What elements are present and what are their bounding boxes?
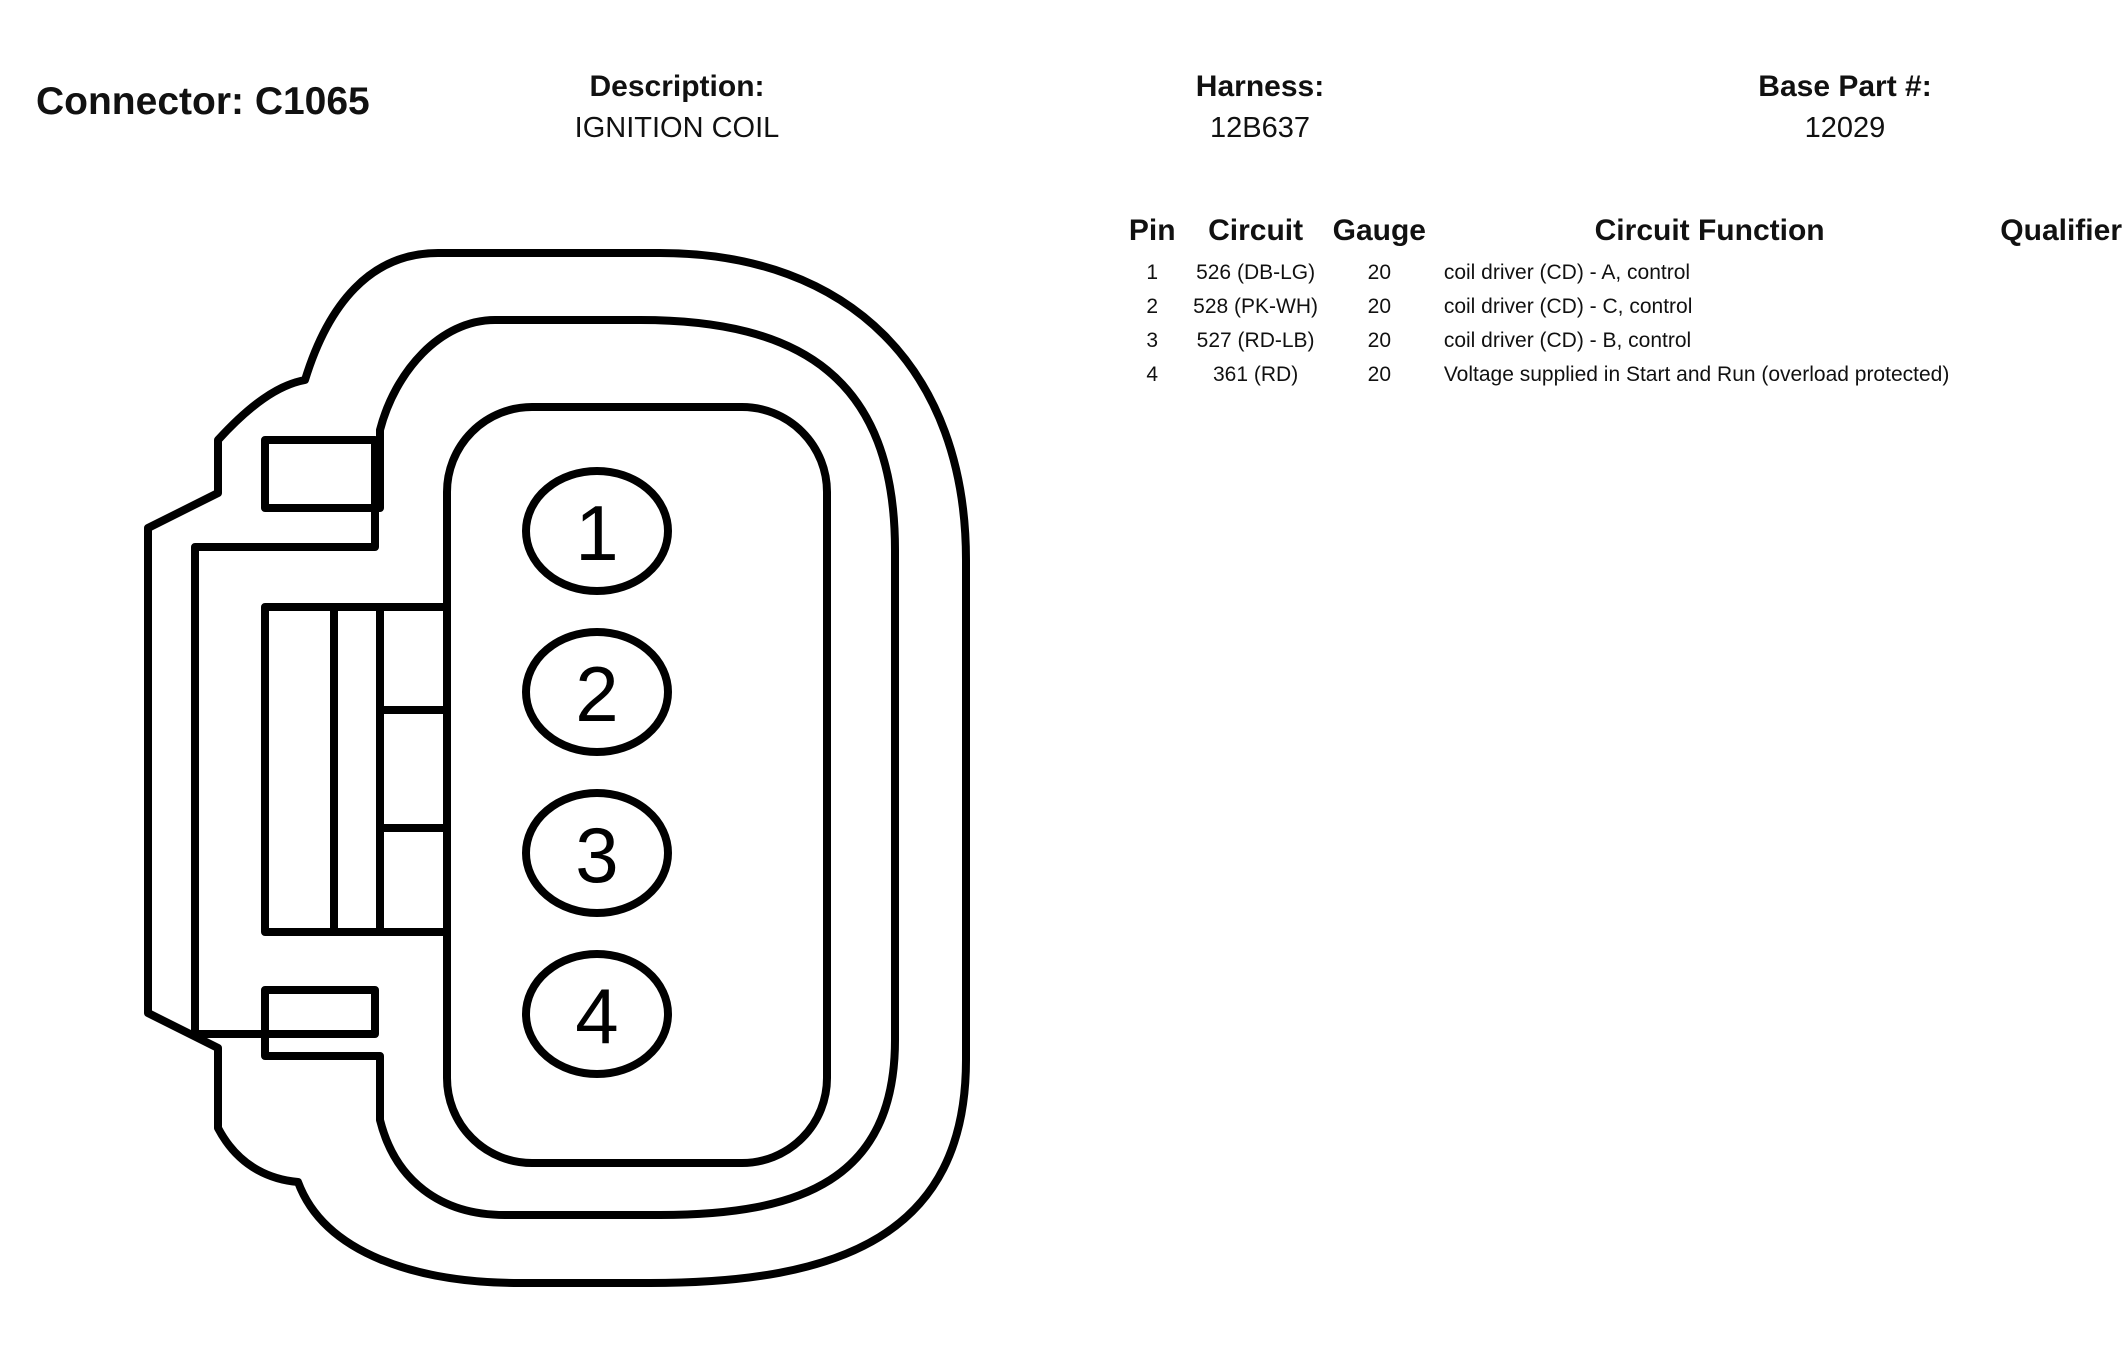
description-value: IGNITION COIL: [574, 112, 780, 144]
cell-circuit-function: coil driver (CD) - A, control: [1443, 261, 1691, 284]
cell-gauge: 20: [1367, 261, 1391, 284]
cell-qualifier: [1987, 358, 2122, 392]
table-row: 4 361 (RD) 20 Voltage supplied in Start …: [1120, 358, 2122, 392]
pin-circle: [522, 950, 672, 1078]
cell-pin: 3: [1146, 329, 1159, 352]
pin-circle: [522, 628, 672, 756]
harness-value: 12B637: [1210, 112, 1310, 144]
pin-label: 1: [575, 489, 618, 577]
connector-title: Connector: C1065: [36, 80, 370, 123]
cell-pin: 2: [1146, 295, 1159, 318]
header-circuit: Circuit: [1208, 214, 1304, 247]
cell-circuit: 526 (DB-LG): [1196, 261, 1316, 284]
cell-pin: 1: [1146, 261, 1159, 284]
table-row: 2 528 (PK-WH) 20 coil driver (CD) - C, c…: [1120, 290, 2122, 324]
pin-table-header-row: Pin Circuit Gauge Circuit Function Quali…: [1120, 214, 2122, 256]
cell-circuit-function: coil driver (CD) - C, control: [1443, 295, 1693, 318]
pin-label: 2: [575, 650, 618, 738]
cell-gauge: 20: [1367, 329, 1391, 352]
cell-qualifier: [1987, 290, 2122, 324]
connector-face-diagram: 1 2 3 4: [144, 249, 970, 1287]
cell-gauge: 20: [1367, 363, 1391, 386]
header-gauge: Gauge: [1332, 214, 1426, 247]
description-block: Description: IGNITION COIL: [427, 70, 927, 145]
cell-circuit: 527 (RD-LB): [1196, 329, 1315, 352]
pin-table: Pin Circuit Gauge Circuit Function Quali…: [1120, 214, 2122, 392]
cell-circuit-function: coil driver (CD) - B, control: [1443, 329, 1692, 352]
table-row: 3 527 (RD-LB) 20 coil driver (CD) - B, c…: [1120, 324, 2122, 358]
harness-block: Harness: 12B637: [1010, 70, 1510, 145]
cell-qualifier: [1987, 324, 2122, 358]
pin-circle: [522, 789, 672, 917]
connector-inner-shell: [191, 316, 899, 1219]
cell-gauge: 20: [1367, 295, 1391, 318]
pin-1: 1: [522, 467, 672, 595]
pin-circle: [522, 467, 672, 595]
cell-circuit: 528 (PK-WH): [1193, 295, 1319, 318]
pin-3: 3: [522, 789, 672, 917]
base-part-label: Base Part #:: [1758, 70, 1932, 103]
base-part-value: 12029: [1804, 112, 1886, 144]
cell-circuit: 361 (RD): [1213, 363, 1299, 386]
pin-4: 4: [522, 950, 672, 1078]
latch-block: [261, 603, 451, 936]
pin-label: 3: [575, 811, 618, 899]
header-pin: Pin: [1128, 214, 1176, 247]
pin-2: 2: [522, 628, 672, 756]
pin-group: 1 2 3 4: [522, 467, 672, 1078]
table-row: 1 526 (DB-LG) 20 coil driver (CD) - A, c…: [1120, 256, 2122, 290]
harness-label: Harness:: [1195, 70, 1325, 103]
cell-qualifier: [1987, 256, 2122, 290]
connector-outer-shell: [144, 249, 970, 1287]
pin-label: 4: [575, 972, 618, 1060]
connector-cavity: [443, 403, 831, 1167]
base-part-block: Base Part #: 12029: [1595, 70, 2095, 145]
cell-circuit-function: Voltage supplied in Start and Run (overl…: [1443, 363, 1950, 386]
cell-pin: 4: [1146, 363, 1159, 386]
header-circuit-function: Circuit Function: [1594, 214, 1825, 247]
header-qualifier: Qualifier: [2000, 214, 2122, 247]
description-label: Description:: [589, 70, 765, 103]
